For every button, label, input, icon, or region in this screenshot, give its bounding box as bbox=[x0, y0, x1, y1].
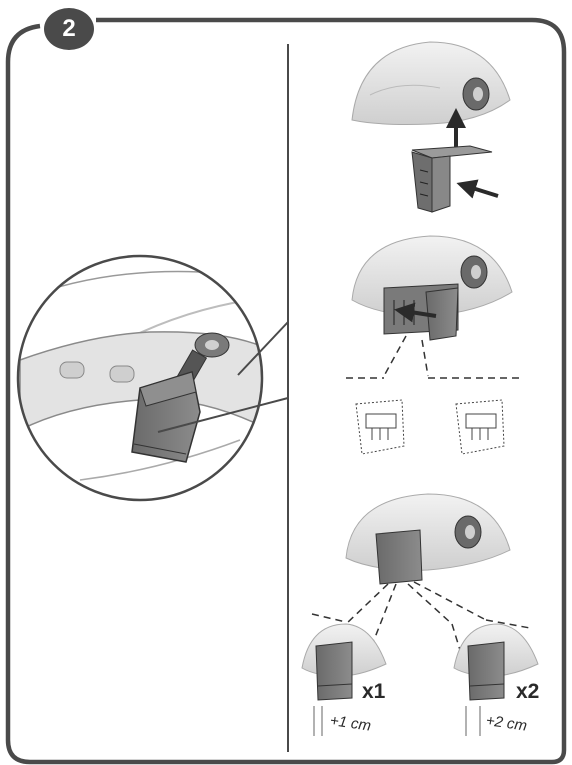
dial-icon bbox=[455, 516, 481, 548]
clip-icon bbox=[356, 400, 404, 454]
clip-icon bbox=[456, 400, 504, 454]
clip-icon bbox=[412, 146, 492, 212]
stage-2-figure bbox=[346, 236, 520, 454]
variant-1-multiplier: x1 bbox=[362, 680, 385, 704]
dial-icon bbox=[463, 78, 489, 110]
stage-3-figure bbox=[302, 494, 538, 736]
arrow-icon bbox=[466, 186, 498, 196]
step-number-badge: 2 bbox=[44, 8, 94, 50]
clip-icon bbox=[376, 530, 422, 584]
stage-1-figure bbox=[352, 42, 510, 212]
zoom-detail bbox=[10, 256, 288, 506]
dial-icon bbox=[461, 256, 487, 288]
variant-2-multiplier: x2 bbox=[516, 680, 539, 704]
